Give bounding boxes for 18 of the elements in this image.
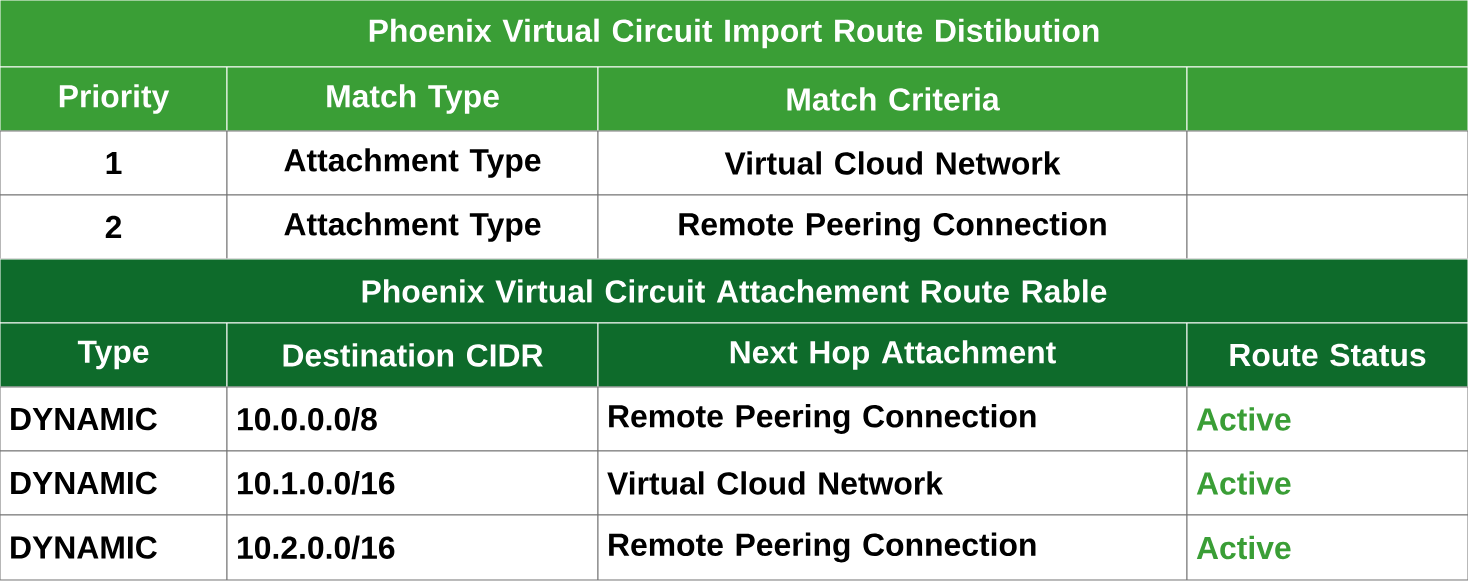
table-cell: Attachment Type [226, 194, 599, 260]
table-cell: DYNAMIC [0, 386, 228, 452]
table-cell: Active [1186, 514, 1468, 581]
table-cell: 10.2.0.0/16 [226, 514, 599, 581]
header-cell: Priority [0, 66, 228, 132]
table-cell: 10.0.0.0/8 [226, 386, 599, 452]
table-cell: Active [1186, 450, 1468, 516]
header-cell: Destination CIDR [226, 322, 599, 388]
header-cell: Type [0, 322, 228, 388]
table-cell: 10.1.0.0/16 [226, 450, 599, 516]
table-cell: Attachment Type [226, 130, 599, 196]
header-cell: Match Type [226, 66, 599, 132]
table-cell: DYNAMIC [0, 450, 228, 516]
header-cell: Route Status [1186, 322, 1468, 388]
table-cell: DYNAMIC [0, 514, 228, 581]
table-cell: 1 [0, 130, 228, 196]
table-cell: 2 [0, 194, 228, 260]
table-cell: Active [1186, 386, 1468, 452]
